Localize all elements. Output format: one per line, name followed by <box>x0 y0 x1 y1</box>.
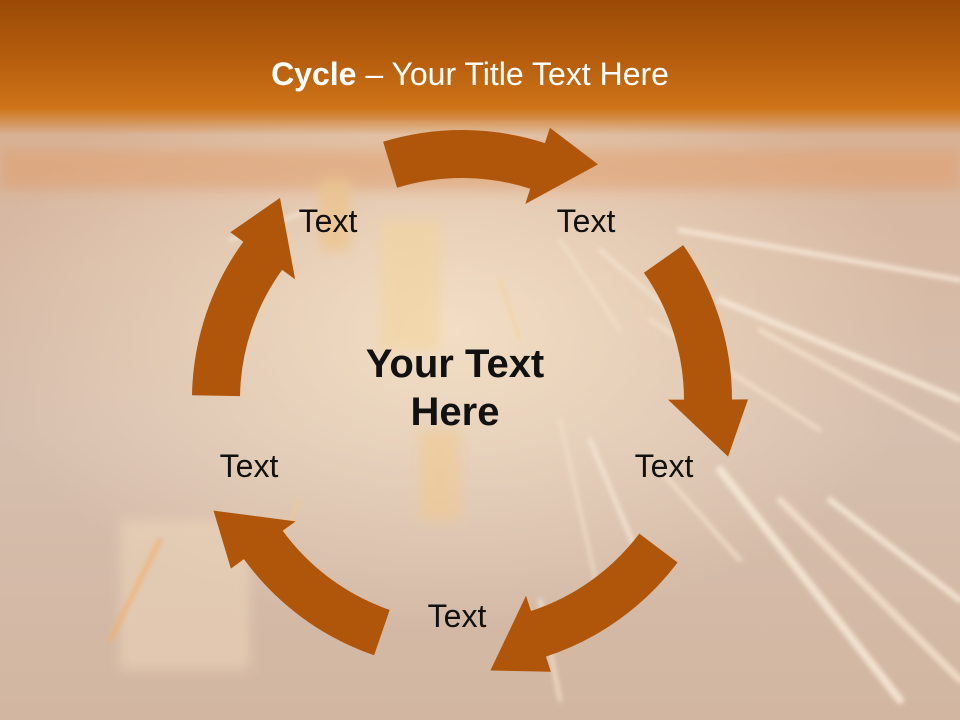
cycle-label-top-right: Text <box>556 203 616 239</box>
cycle-arrow-right <box>643 245 748 457</box>
center-text: Your Text Here <box>365 342 545 434</box>
cycle-arrow-left <box>192 197 296 397</box>
title-separator: – <box>356 56 392 92</box>
cycle-arrow-top <box>383 127 598 204</box>
cycle-label-right: Text <box>634 448 694 484</box>
cycle-arrow-bottom-right <box>490 533 678 672</box>
slide-title: Cycle – Your Title Text Here <box>0 52 940 96</box>
cycle-label-top-left: Text <box>298 203 358 239</box>
cycle-arrow-bottom-left <box>213 510 390 656</box>
title-rest: Your Title Text Here <box>391 56 669 92</box>
title-bold: Cycle <box>271 56 357 92</box>
cycle-label-left: Text <box>219 448 279 484</box>
cycle-label-bottom: Text <box>427 598 487 634</box>
title-banner <box>0 0 960 135</box>
